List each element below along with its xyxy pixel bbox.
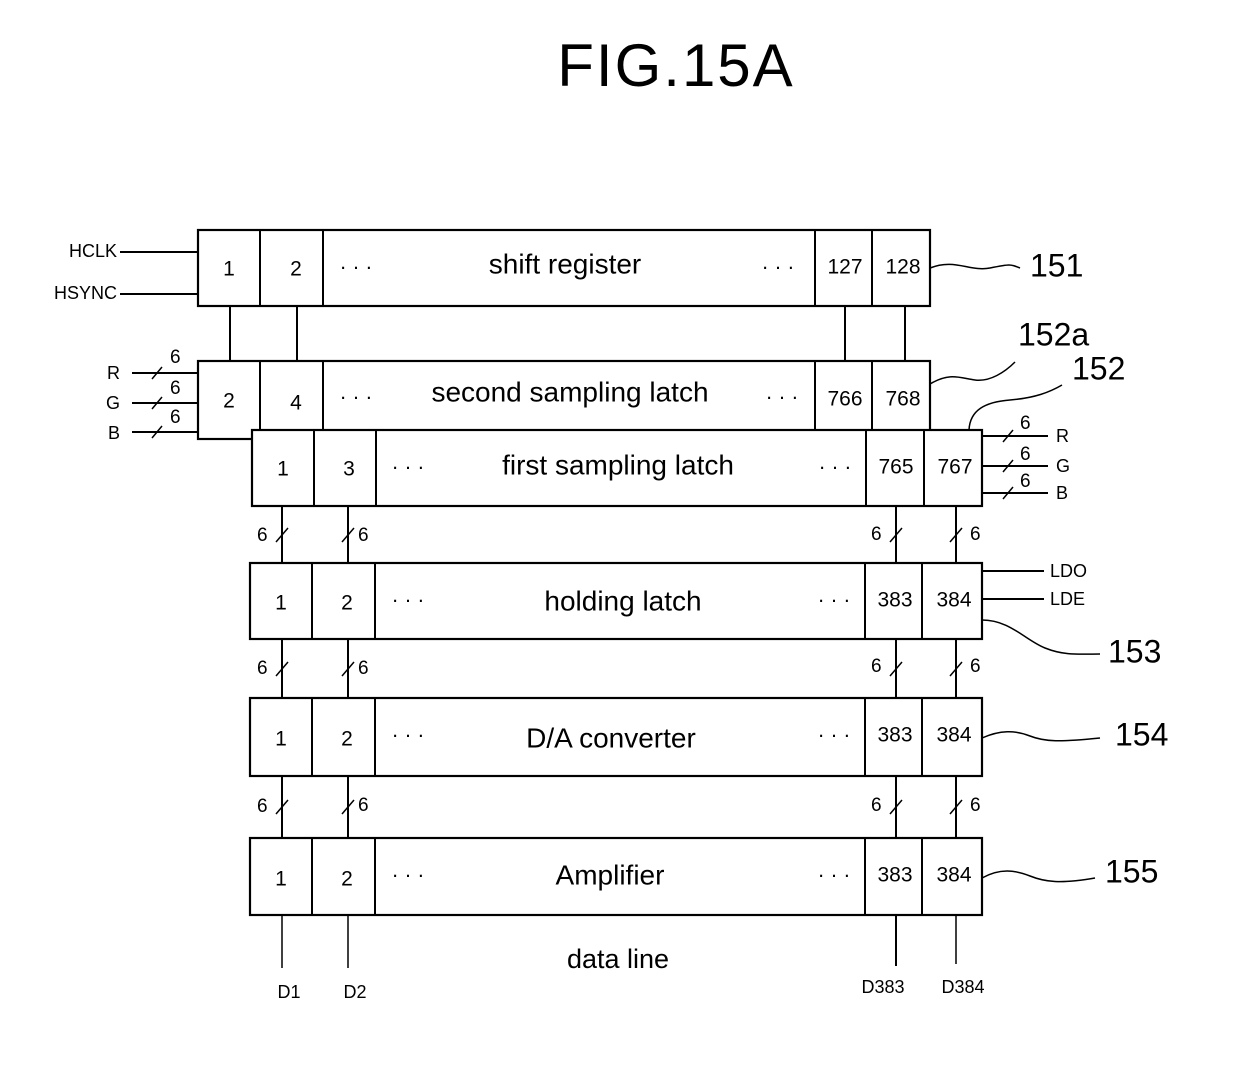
cell: 383: [877, 589, 912, 612]
cell: 384: [936, 589, 971, 612]
bus-width: 6: [170, 378, 181, 399]
bus-width: 6: [871, 656, 882, 677]
da-converter-block: 1 2 · · · D/A converter · · · 383 384: [250, 698, 982, 776]
block-label: Amplifier: [556, 859, 665, 890]
ellipsis: · · ·: [392, 589, 425, 612]
block-label: D/A converter: [526, 722, 696, 753]
signal-g-left: G: [106, 393, 120, 413]
bus-width: 6: [170, 407, 181, 428]
data-output-d384: D384: [941, 977, 984, 997]
bus-width: 6: [257, 796, 268, 817]
bus-width: 6: [358, 525, 369, 546]
data-output-d2: D2: [343, 982, 366, 1002]
cell: 3: [343, 458, 355, 481]
signal-g-right: G: [1056, 456, 1070, 476]
data-output-d383: D383: [861, 977, 904, 997]
bus-width: 6: [970, 795, 981, 816]
bus-width: 6: [170, 347, 181, 368]
ref-153: 153: [1108, 633, 1161, 669]
bus-width: 6: [871, 524, 882, 545]
bus-width: 6: [970, 524, 981, 545]
bus-width: 6: [970, 656, 981, 677]
cell: 768: [885, 388, 920, 411]
figure-title: FIG.15A: [557, 32, 794, 99]
data-output-d1: D1: [277, 982, 300, 1002]
bus-width: 6: [257, 525, 268, 546]
signal-hclk: HCLK: [69, 241, 117, 261]
ellipsis: · · ·: [762, 256, 795, 279]
bus-width: 6: [1020, 471, 1031, 492]
bus-group: 6 6 6 6: [257, 639, 981, 698]
cell: 128: [885, 256, 920, 279]
amplifier-block: 1 2 · · · Amplifier · · · 383 384: [250, 838, 982, 915]
bus-width: 6: [871, 795, 882, 816]
bus-group: 6 6 6 6: [257, 776, 981, 838]
cell: 1: [275, 728, 287, 751]
cell: 2: [223, 390, 235, 413]
cell: 1: [277, 458, 289, 481]
bus-width: 6: [358, 795, 369, 816]
ref-151: 151: [1030, 247, 1083, 283]
signal-b-left: B: [108, 423, 120, 443]
cell: 2: [341, 728, 353, 751]
cell: 2: [341, 868, 353, 891]
block-label: holding latch: [544, 585, 701, 616]
ellipsis: · · ·: [818, 589, 851, 612]
bus-width: 6: [1020, 413, 1031, 434]
shift-register-block: 1 2 · · · shift register · · · 127 128: [198, 230, 930, 306]
holding-latch-block: 1 2 · · · holding latch · · · 383 384: [250, 563, 982, 639]
bus-width: 6: [257, 658, 268, 679]
ellipsis: · · ·: [340, 256, 373, 279]
cell: 4: [290, 392, 302, 415]
cell: 766: [827, 388, 862, 411]
ellipsis: · · ·: [818, 724, 851, 747]
signal-r-right: R: [1056, 426, 1069, 446]
cell: 1: [275, 592, 287, 615]
ellipsis: · · ·: [340, 386, 373, 409]
cell: 384: [936, 724, 971, 747]
cell: 384: [936, 864, 971, 887]
cell: 2: [341, 592, 353, 615]
bus-width: 6: [358, 658, 369, 679]
cell: 383: [877, 864, 912, 887]
ellipsis: · · ·: [392, 456, 425, 479]
cell: 1: [223, 258, 235, 281]
ellipsis: · · ·: [766, 386, 799, 409]
cell: 765: [878, 456, 913, 479]
block-label: shift register: [489, 248, 642, 279]
data-lines: data line D1 D2 D383 D384: [277, 915, 984, 1002]
ref-154: 154: [1115, 716, 1168, 752]
ellipsis: · · ·: [818, 864, 851, 887]
bus-width: 6: [1020, 444, 1031, 465]
signal-b-right: B: [1056, 483, 1068, 503]
signal-lde: LDE: [1050, 589, 1085, 609]
ellipsis: · · ·: [819, 456, 852, 479]
ellipsis: · · ·: [392, 864, 425, 887]
signal-ldo: LDO: [1050, 561, 1087, 581]
bus-group: 6 6 6 6: [257, 506, 981, 563]
ref-155: 155: [1105, 853, 1158, 889]
first-sampling-latch-block: 1 3 · · · first sampling latch · · · 765…: [252, 430, 982, 506]
cell: 383: [877, 724, 912, 747]
ellipsis: · · ·: [392, 724, 425, 747]
ref-152a: 152a: [1018, 316, 1089, 352]
cell: 127: [827, 256, 862, 279]
cell: 1: [275, 868, 287, 891]
signal-hsync: HSYNC: [54, 283, 117, 303]
second-sampling-latch-block: 2 4 · · · second sampling latch · · · 76…: [198, 361, 930, 439]
cell: 2: [290, 258, 302, 281]
cell: 767: [937, 456, 972, 479]
data-line-label: data line: [567, 944, 669, 974]
block-label: first sampling latch: [502, 449, 734, 480]
block-label: second sampling latch: [431, 376, 708, 407]
signal-r-left: R: [107, 363, 120, 383]
ref-152: 152: [1072, 350, 1125, 386]
